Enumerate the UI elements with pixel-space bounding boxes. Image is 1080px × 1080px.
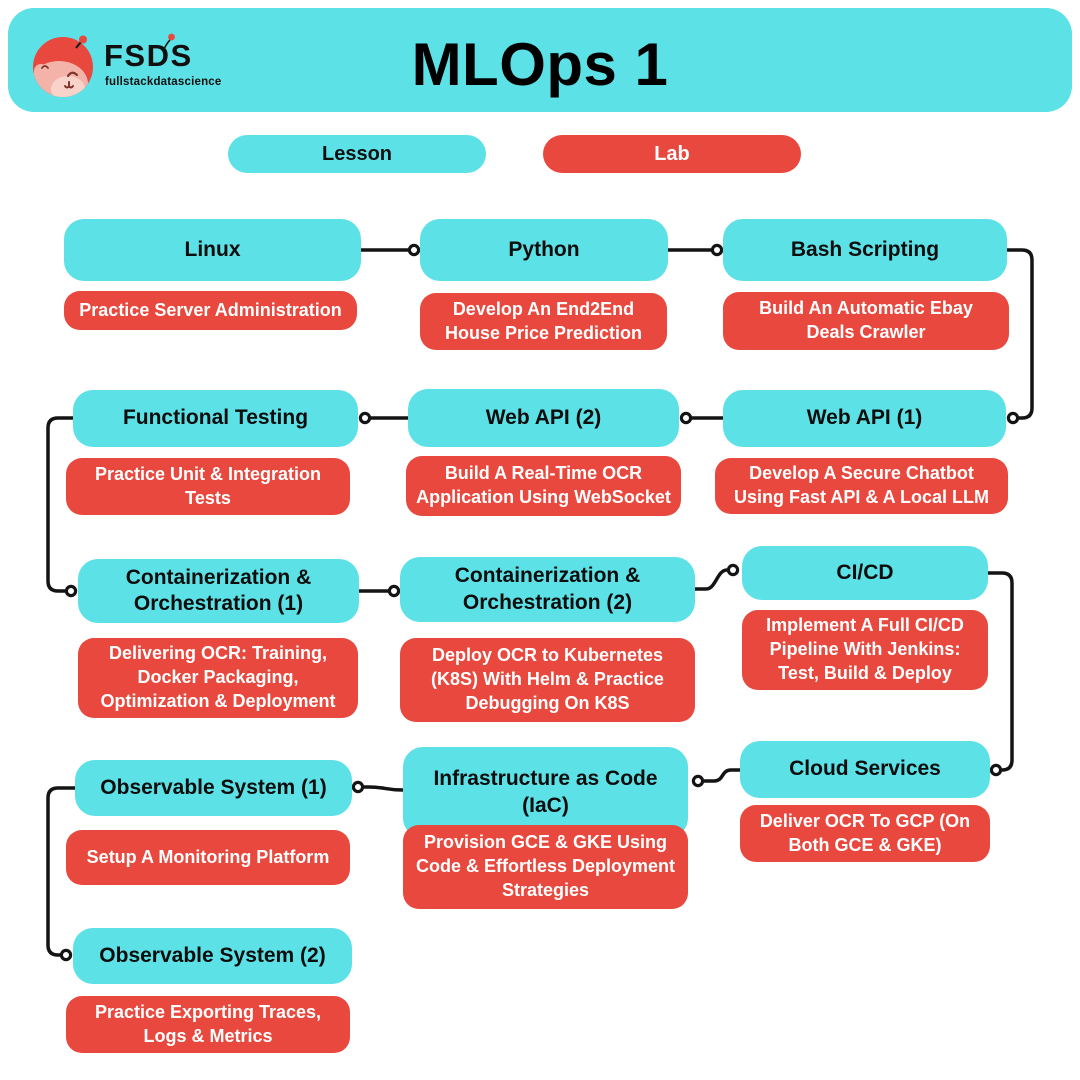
connector-bash-webapi1 <box>1007 248 1034 420</box>
lesson-observable-system-2: Observable System (2) <box>73 928 352 984</box>
lab-cloud-services: Deliver OCR To GCP (On Both GCE & GKE) <box>740 805 990 862</box>
lab-containerization-2: Deploy OCR to Kubernetes (K8S) With Helm… <box>400 638 695 722</box>
lesson-functional-testing: Functional Testing <box>73 390 358 447</box>
lab-containerization-1: Delivering OCR: Training, Docker Packagi… <box>78 638 358 718</box>
lesson-containerization-1: Containerization & Orchestration (1) <box>78 559 359 623</box>
lesson-python: Python <box>420 219 668 281</box>
brand-subtitle: fullstackdatascience <box>105 76 222 88</box>
lesson-observable-system-1: Observable System (1) <box>75 760 352 816</box>
lab-web-api-2: Build A Real-Time OCR Application Using … <box>406 456 681 516</box>
fsds-mascot-logo <box>33 35 93 97</box>
lab-python: Develop An End2End House Price Predictio… <box>420 293 667 350</box>
connector-endpoint <box>691 774 705 788</box>
connector-cicd-cloud <box>988 571 1014 772</box>
legend-lesson: Lesson <box>228 135 486 173</box>
lab-observable-system-1: Setup A Monitoring Platform <box>66 830 350 885</box>
connector-endpoint <box>358 411 372 425</box>
lab-observable-system-2: Practice Exporting Traces, Logs & Metric… <box>66 996 350 1053</box>
connector-endpoint <box>407 243 421 257</box>
connector-endpoint <box>710 243 724 257</box>
connector-endpoint <box>387 584 401 598</box>
header-banner: FSDS fullstackdatascience MLOps 1 <box>8 8 1072 112</box>
connector-cont2-cicd <box>695 568 728 591</box>
legend-lab: Lab <box>543 135 801 173</box>
lesson-ci-cd: CI/CD <box>742 546 988 600</box>
brand-antenna-icon <box>163 33 175 50</box>
lesson-containerization-2: Containerization & Orchestration (2) <box>400 557 695 622</box>
connector-cloud-iac <box>704 768 740 783</box>
lab-linux: Practice Server Administration <box>64 291 357 330</box>
connector-endpoint <box>679 411 693 425</box>
connector-iac-obs1 <box>364 785 404 792</box>
connector-endpoint <box>989 763 1003 777</box>
page-title: MLOps 1 <box>411 31 669 98</box>
connector-endpoint <box>726 563 740 577</box>
lab-functional-testing: Practice Unit & Integration Tests <box>66 458 350 515</box>
brand-name: FSDS <box>104 38 193 73</box>
connector-endpoint <box>59 948 73 962</box>
lab-ci-cd: Implement A Full CI/CD Pipeline With Jen… <box>742 610 988 690</box>
connector-endpoint <box>351 780 365 794</box>
connector-endpoint <box>64 584 78 598</box>
lab-web-api-1: Develop A Secure Chatbot Using Fast API … <box>715 458 1008 514</box>
connector-endpoint <box>1006 411 1020 425</box>
lesson-cloud-services: Cloud Services <box>740 741 990 798</box>
lesson-iac: Infrastructure as Code (IaC) <box>403 747 688 838</box>
lab-iac: Provision GCE & GKE Using Code & Effortl… <box>403 825 688 909</box>
lesson-web-api-1: Web API (1) <box>723 390 1006 447</box>
lesson-linux: Linux <box>64 219 361 281</box>
lesson-bash-scripting: Bash Scripting <box>723 219 1007 281</box>
lesson-web-api-2: Web API (2) <box>408 389 679 447</box>
lab-bash-scripting: Build An Automatic Ebay Deals Crawler <box>723 292 1009 350</box>
